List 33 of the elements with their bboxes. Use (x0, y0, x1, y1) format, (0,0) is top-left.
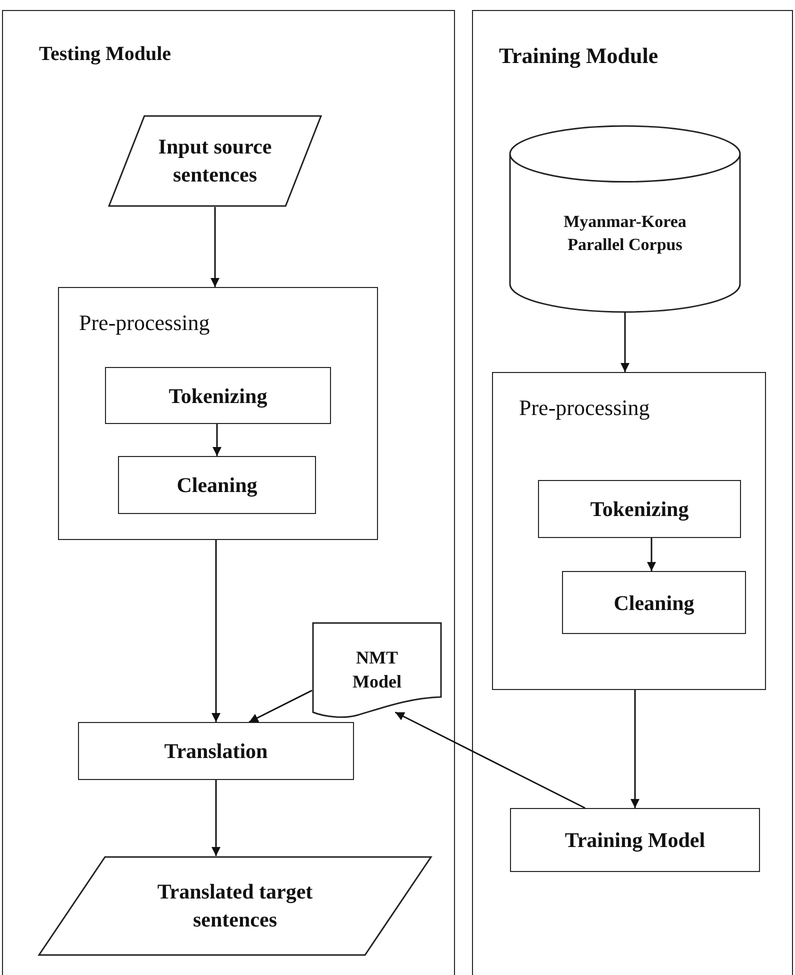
arrow (212, 540, 220, 722)
process-box (562, 571, 746, 634)
process-box (538, 480, 741, 538)
node-label: Translation (163, 738, 269, 765)
section-title: Testing Module (39, 42, 172, 67)
module-panel (472, 10, 793, 975)
arrow (630, 690, 640, 808)
arrow (212, 424, 222, 456)
process-box (105, 367, 331, 424)
arrow (620, 312, 630, 372)
node-label: Cleaning (612, 589, 696, 617)
node-label: Training Model (564, 826, 706, 854)
process-box (510, 808, 760, 872)
group-box (492, 372, 766, 690)
node-label: Tokenizing (168, 382, 268, 410)
section-title: Pre-processing (519, 394, 650, 422)
module-panel (2, 10, 455, 975)
arrow (210, 207, 220, 287)
group-box (58, 287, 378, 540)
arrow (647, 538, 656, 571)
node-label: NMT Model (352, 646, 402, 694)
node-label: Myanmar-Korea Parallel Corpus (562, 210, 688, 256)
section-title: Pre-processing (79, 309, 210, 337)
arrow (212, 780, 220, 856)
process-box (118, 456, 316, 514)
section-title: Training Module (499, 42, 658, 70)
node-label: Tokenizing (589, 496, 690, 523)
arrow (394, 712, 586, 809)
node-label: Input source sentences (157, 134, 273, 189)
node-label: Cleaning (176, 472, 258, 499)
process-box (78, 722, 354, 780)
node-label: Translated target sentences (156, 878, 314, 934)
arrow (248, 690, 312, 723)
